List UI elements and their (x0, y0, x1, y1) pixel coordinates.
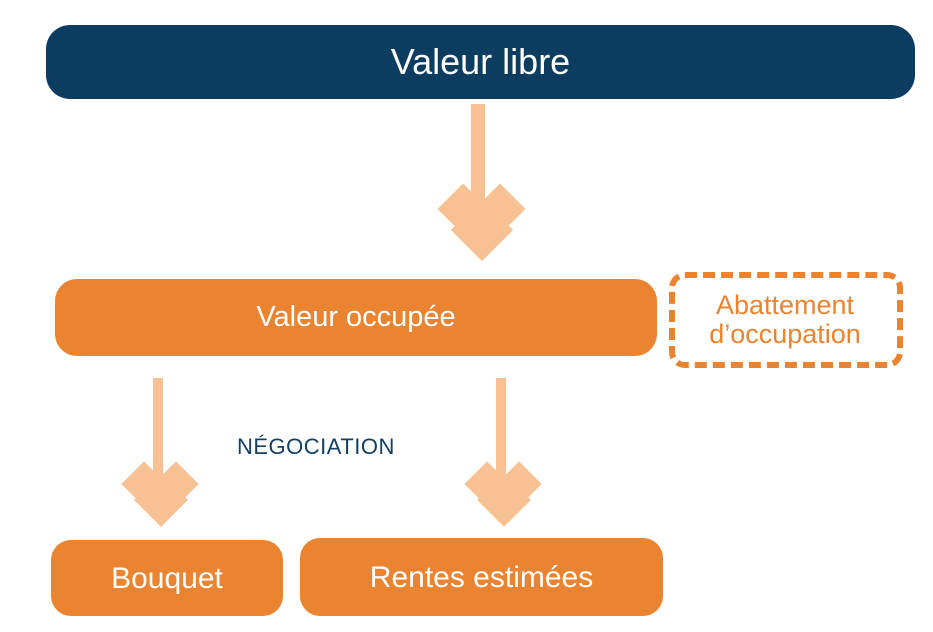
node-valeur-libre[interactable]: Valeur libre (46, 25, 915, 99)
arrow-valeur-occupee-to-rentes-estimees (463, 378, 563, 527)
arrow-valeur-libre-to-valeur-occupee (435, 104, 545, 262)
node-abattement-occupation[interactable]: Abattement d’occupation (669, 272, 903, 368)
node-valeur-occupee[interactable]: Valeur occupée (55, 279, 657, 356)
node-valeur-occupee-label: Valeur occupée (256, 300, 456, 333)
arrow-shaft (153, 378, 163, 488)
node-rentes-estimees-label: Rentes estimées (369, 560, 594, 594)
node-abattement-text: Abattement d’occupation (709, 289, 863, 349)
arrow-shaft (471, 104, 485, 212)
node-bouquet-label: Bouquet (111, 561, 223, 595)
node-abattement-label-line2: d’occupation (709, 319, 861, 349)
node-abattement-label-line1: Abattement (715, 289, 855, 320)
annotation-negociation: NÉGOCIATION (237, 434, 395, 459)
node-rentes-estimees[interactable]: Rentes estimées (300, 538, 663, 616)
node-bouquet[interactable]: Bouquet (51, 540, 283, 616)
node-valeur-libre-label: Valeur libre (390, 41, 571, 83)
arrow-shaft (496, 378, 506, 488)
arrow-valeur-occupee-to-bouquet (120, 378, 220, 527)
